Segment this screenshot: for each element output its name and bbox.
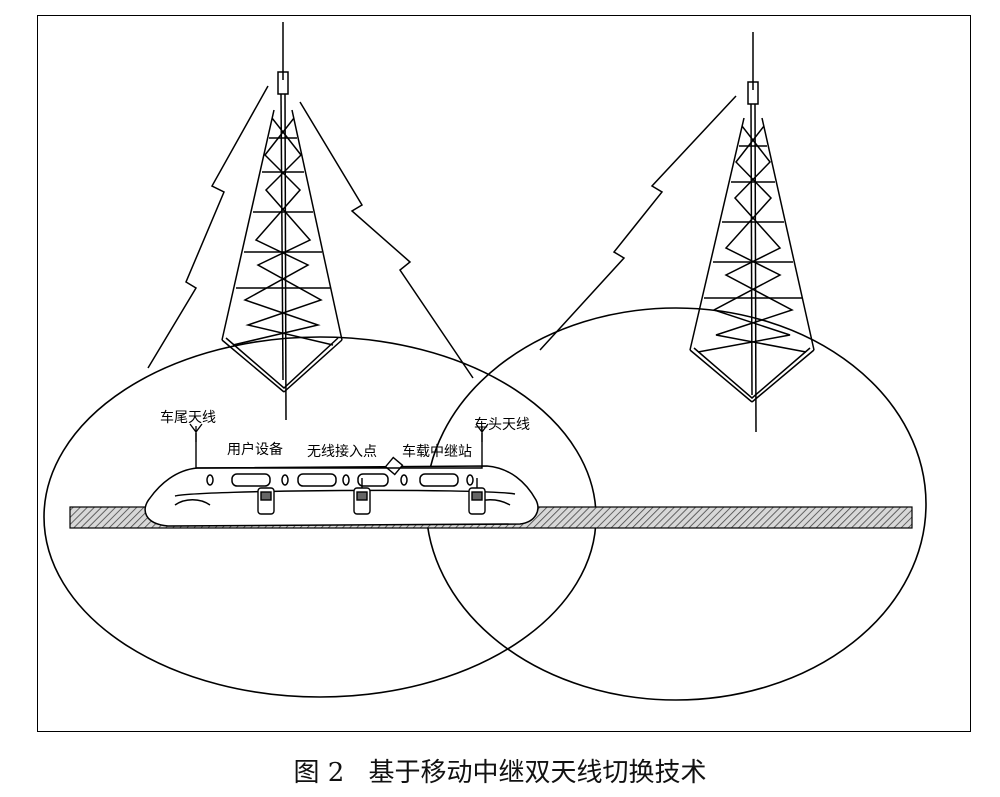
caption-title: 基于移动中继双天线切换技术	[368, 758, 707, 788]
label-onboard-relay: 车载中继站	[402, 443, 472, 460]
label-wireless-access-point: 无线接入点	[307, 443, 377, 460]
wireless-access-point-device	[353, 478, 371, 515]
caption-number: 图 2	[293, 758, 345, 788]
onboard-relay-device	[468, 478, 486, 515]
relay-router-icon	[384, 456, 404, 476]
figure-frame	[37, 15, 971, 732]
label-tail-antenna: 车尾天线	[160, 409, 216, 426]
wireless-link-head-left	[299, 101, 474, 379]
antenna-connection-line	[195, 433, 483, 469]
head-antenna-icon	[475, 423, 489, 442]
tail-antenna-icon	[189, 423, 203, 442]
high-speed-train	[144, 465, 539, 527]
figure-caption: 图 2 基于移动中继双天线切换技术	[0, 752, 1000, 789]
mobile-relay-diagram: 车尾天线 车头天线 用户设备 无线接入点 车载中继站	[43, 22, 927, 701]
base-station-tower-right	[689, 32, 815, 433]
label-head-antenna: 车头天线	[474, 416, 530, 433]
label-user-equipment: 用户设备	[227, 441, 283, 458]
base-station-tower-left	[221, 22, 343, 421]
user-device-phone	[257, 487, 275, 515]
wireless-link-head-right	[539, 95, 737, 351]
wireless-link-tail-left	[147, 85, 269, 369]
